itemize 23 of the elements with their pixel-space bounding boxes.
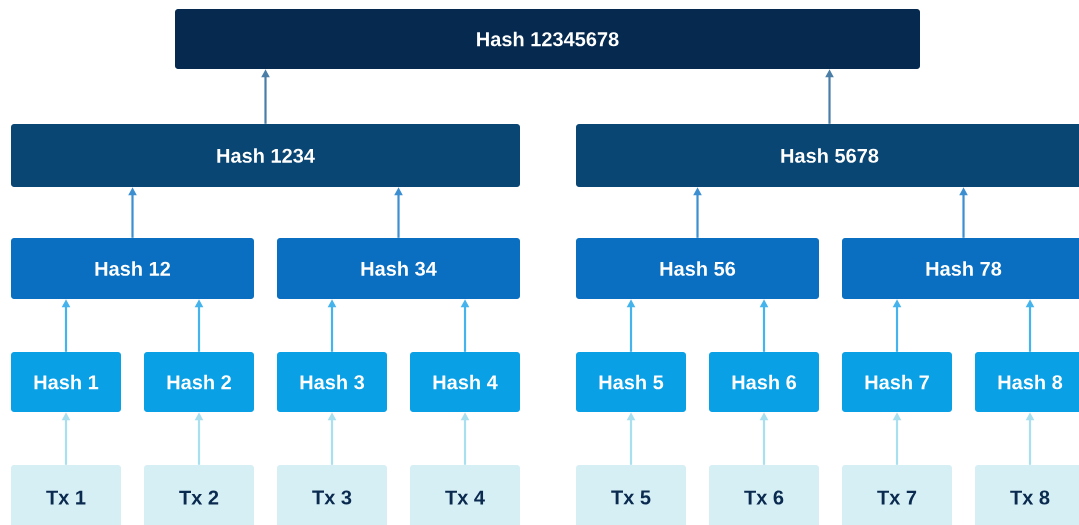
transaction-box: Tx 3 xyxy=(277,465,387,525)
hash-box: Hash 1 xyxy=(11,352,121,412)
hash-box: Hash 56 xyxy=(576,238,819,299)
hash-box: Hash 3 xyxy=(277,352,387,412)
transaction-box: Tx 2 xyxy=(144,465,254,525)
transaction-box: Tx 5 xyxy=(576,465,686,525)
hash-box: Hash 5 xyxy=(576,352,686,412)
hash-box: Hash 78 xyxy=(842,238,1079,299)
hash-box: Hash 34 xyxy=(277,238,520,299)
hash-box: Hash 7 xyxy=(842,352,952,412)
transaction-box: Tx 6 xyxy=(709,465,819,525)
transaction-box: Tx 8 xyxy=(975,465,1079,525)
hash-box: Hash 5678 xyxy=(576,124,1079,187)
hash-box: Hash 4 xyxy=(410,352,520,412)
transaction-box: Tx 1 xyxy=(11,465,121,525)
hash-box: Hash 12 xyxy=(11,238,254,299)
transaction-box: Tx 7 xyxy=(842,465,952,525)
hash-box: Hash 1234 xyxy=(11,124,520,187)
hash-box: Hash 8 xyxy=(975,352,1079,412)
root-hash-box: Hash 12345678 xyxy=(175,9,920,69)
hash-box: Hash 6 xyxy=(709,352,819,412)
hash-box: Hash 2 xyxy=(144,352,254,412)
transaction-box: Tx 4 xyxy=(410,465,520,525)
